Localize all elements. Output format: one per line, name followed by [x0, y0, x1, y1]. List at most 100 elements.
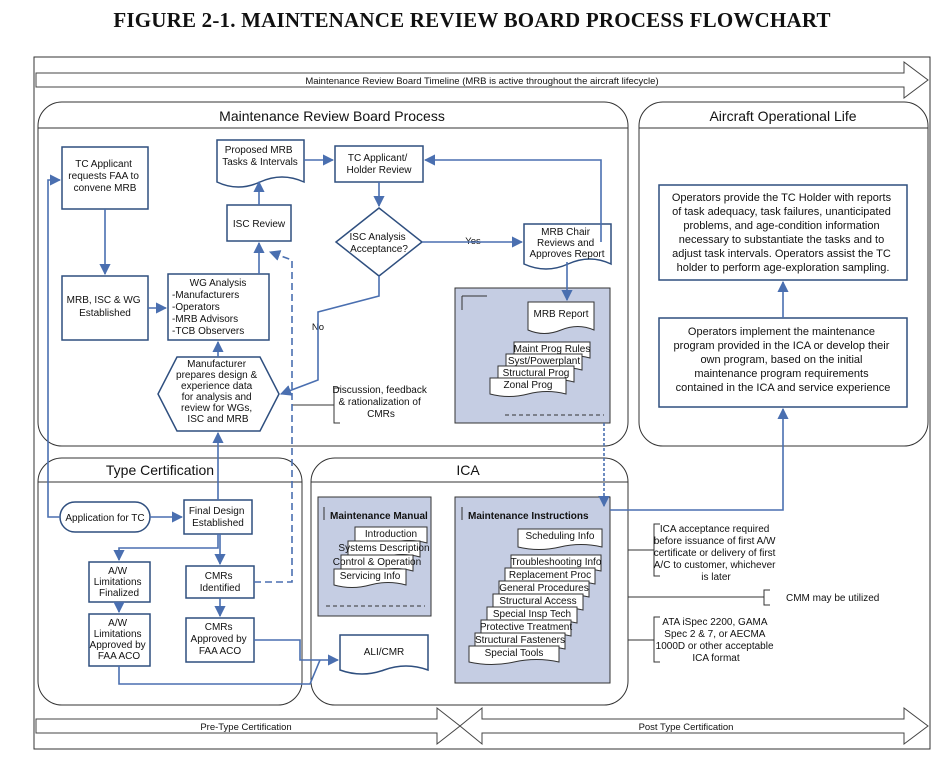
svg-text:Proposed MRB Tasks & Inter: Proposed MRB Tasks & Intervals: [222, 145, 298, 168]
operators-implement-line-5: contained in the ICA and service experie…: [676, 382, 891, 394]
svg-text:MRB Chair Reviews and: MRB Chair Reviews and Approves Report: [529, 227, 604, 260]
isc-acceptance-line-2: Acceptance?: [350, 244, 408, 255]
aw-approved-line-2: Limitations: [94, 629, 142, 640]
manufacturer-prep-line-6: ISC and MRB: [187, 414, 248, 425]
mrb-chair-line-1: MRB Chair: [541, 227, 591, 238]
svg-text:Operators implement the mainte: Operators implement the maintenance prog…: [674, 326, 893, 394]
cmrs-approved-line-3: FAA ACO: [199, 646, 241, 657]
ali-cmr-label: ALI/CMR: [364, 647, 405, 658]
maint-manual-title: Maintenance Manual: [330, 511, 428, 522]
timeline-top-arrow: [35, 61, 929, 99]
wg-analysis-line-1: WG Analysis: [190, 278, 247, 289]
ata-note-line-3: 1000D or other acceptable: [656, 641, 774, 652]
ica-title: ICA: [456, 462, 480, 478]
mrb-chair-line-2: Reviews and: [537, 238, 594, 249]
instr-page-label: General Procedures: [499, 583, 589, 594]
mrb-process-title: Maintenance Review Board Process: [219, 108, 445, 124]
holder-review-line-2: Holder Review: [346, 165, 412, 176]
instr-page: [517, 528, 603, 550]
timeline-bottom-left-label: Pre-Type Certification: [200, 722, 291, 733]
holder-review-box: [334, 145, 424, 183]
final-design-line-1: Final Design: [189, 506, 245, 517]
instr-page-label: Scheduling Info: [526, 531, 595, 542]
operators-report-line-5: adjust task intervals. Operators assist …: [672, 248, 891, 260]
svg-text:ISC Analysis Acceptance?: ISC Analysis Acceptance?: [350, 232, 409, 255]
mrb-chair-doc: [523, 223, 612, 270]
instr-page-label: Troubleshooting Info: [511, 557, 602, 568]
svg-text:A/W Limitations Finali: A/W Limitations Finalized: [94, 566, 145, 599]
ica-note-line-2: before issuance of first A/W: [654, 536, 776, 547]
svg-text:Operators provide the TC Holde: Operators provide the TC Holder with rep…: [672, 192, 894, 274]
mrb-established-line-2: Established: [79, 308, 131, 319]
cmrs-approved-box: [185, 617, 255, 663]
holder-review-line-1: TC Applicant/: [348, 153, 408, 164]
operators-report-line-1: Operators provide the TC Holder with rep…: [672, 192, 892, 204]
arrow-approved-to-alicmr: [254, 639, 340, 666]
operators-report-box: [658, 184, 908, 281]
manufacturer-prep-line-4: for analysis and: [182, 392, 252, 403]
tc-applicant-line-3: convene MRB: [74, 183, 137, 194]
ica-note-line-1: ICA acceptance required: [660, 524, 770, 535]
aw-approved-line-3: Approved by: [90, 640, 146, 651]
cmrs-identified-line-2: Identified: [200, 583, 241, 594]
operators-report-line-2: of task adequacy, task failures, unantic…: [672, 206, 891, 218]
type-cert-title: Type Certification: [106, 462, 214, 478]
arrow-application-to-tc: [47, 174, 62, 518]
timeline-bottom-right-arrow: [459, 706, 929, 746]
discussion-line-2: & rationalization of: [338, 397, 420, 408]
cmrs-approved-line-2: Approved by: [191, 634, 247, 645]
instr-page-label: Structural Fasteners: [475, 635, 565, 646]
ata-note-line-2: Spec 2 & 7, or AECMA: [664, 629, 765, 640]
isc-review-label: ISC Review: [233, 219, 286, 230]
ica-note-line-4: A/C to customer, whichever: [654, 560, 776, 571]
operators-report-line-6: holder to perform age-exploration sampli…: [677, 262, 890, 274]
manufacturer-prep-line-5: review for WGs,: [181, 403, 252, 414]
final-design-line-2: Established: [192, 518, 244, 529]
report-page-label: Structural Prog: [503, 368, 570, 379]
aw-finalized-line-2: Limitations: [94, 577, 142, 588]
svg-text:ICA acceptance required be: ICA acceptance required before issuance …: [654, 524, 779, 583]
operational-life-title: Aircraft Operational Life: [709, 108, 856, 124]
arrow-cmrs-feedback: [254, 250, 293, 583]
manufacturer-prep-hexagon: [157, 356, 280, 432]
ata-note-line-4: ICA format: [692, 653, 739, 664]
operators-implement-line-3: own program, based on the initial: [700, 354, 862, 366]
arrow-aw-approved-to-alicmr: [118, 659, 321, 685]
mrb-report-label: MRB Report: [533, 309, 588, 320]
cmrs-identified-line-1: CMRs: [205, 571, 233, 582]
svg-text:-Manufacturers -Operators: -Manufacturers -Operators -MRB Advisors …: [172, 290, 244, 337]
instr-page-label: Replacement Proc: [509, 570, 591, 581]
operators-report-line-3: problems, and age-condition information: [683, 220, 879, 232]
timeline-bottom-right-label: Post Type Certification: [639, 722, 734, 733]
svg-text:ATA iSpec 2200, GAMA Spec: ATA iSpec 2200, GAMA Spec 2 & 7, or AECM…: [656, 617, 777, 664]
svg-text:WG Analysis: WG Analysis: [190, 278, 247, 289]
discussion-line-3: CMRs: [367, 409, 395, 420]
wg-analysis-line-2: -Manufacturers: [172, 290, 239, 301]
instr-page-label: Special Tools: [485, 648, 544, 659]
svg-text:CMRs Approved by FAA A: CMRs Approved by FAA ACO: [191, 622, 250, 657]
proposed-tasks-line-1: Proposed MRB: [225, 145, 293, 156]
ica-note-line-5: is later: [701, 572, 731, 583]
discussion-line-1: Discussion, feedback: [332, 385, 427, 396]
aw-approved-line-1: A/W: [108, 618, 127, 629]
mrb-chair-line-3: Approves Report: [529, 249, 604, 260]
timeline-bottom-left-arrow: [35, 706, 461, 746]
operators-implement-box: [658, 317, 908, 408]
svg-text:TC Applicant/ Holder Revie: TC Applicant/ Holder Review: [346, 153, 412, 176]
arrow-feedback-to-holder: [423, 154, 602, 242]
arrow-ica-to-implement: [610, 407, 789, 511]
aw-finalized-box: [88, 561, 151, 603]
manufacturer-prep-line-1: Manufacturer: [187, 359, 247, 370]
report-page: [489, 377, 567, 397]
proposed-tasks-line-2: Tasks & Intervals: [222, 157, 298, 168]
manual-page-label: Introduction: [365, 529, 417, 540]
report-page-label: Maint Prog Rules: [514, 344, 591, 355]
application-tc-label: Application for TC: [65, 513, 144, 524]
aw-approved-box: [88, 613, 151, 667]
svg-text:Manufacturer prepares desi: Manufacturer prepares design & experienc…: [176, 359, 260, 425]
instr-page-label: Special Insp Tech: [493, 609, 571, 620]
figure-title: FIGURE 2-1. MAINTENANCE REVIEW BOARD PRO…: [113, 8, 831, 32]
type-cert-panel: [37, 457, 303, 706]
